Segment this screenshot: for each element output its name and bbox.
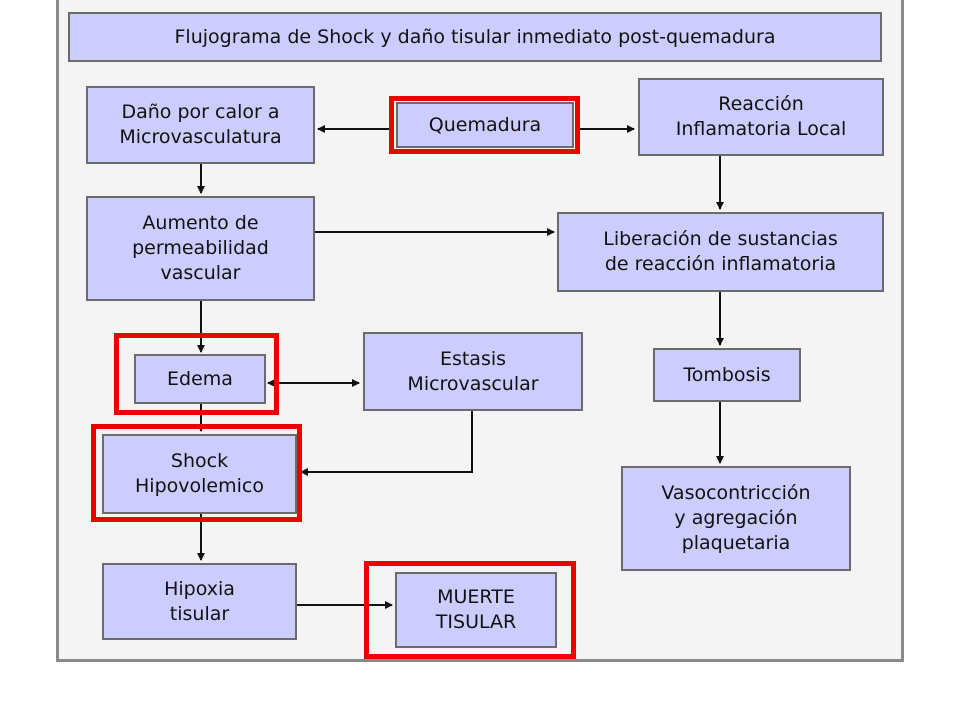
diagram-title: Flujograma de Shock y daño tisular inmed…: [68, 12, 882, 62]
node-shock: Shock Hipovolemico: [102, 434, 297, 514]
node-hipoxia: Hipoxia tisular: [102, 563, 297, 640]
node-reaccion-local: Reacción Inflamatoria Local: [638, 78, 884, 156]
node-muerte: MUERTE TISULAR: [395, 572, 557, 648]
node-aumento-permeabilidad: Aumento de permeabilidad vascular: [86, 196, 315, 301]
arrow-estasis-to-shock: [300, 411, 473, 476]
node-estasis: Estasis Microvascular: [363, 332, 583, 411]
node-liberacion: Liberación de sustancias de reacción inf…: [557, 212, 884, 292]
node-dano-calor: Daño por calor a Microvasculatura: [86, 86, 315, 164]
node-quemadura: Quemadura: [396, 102, 574, 148]
node-vasocontriccion: Vasocontricción y agregación plaquetaria: [621, 466, 851, 571]
node-edema: Edema: [134, 354, 266, 404]
node-tombosis: Tombosis: [653, 348, 801, 402]
